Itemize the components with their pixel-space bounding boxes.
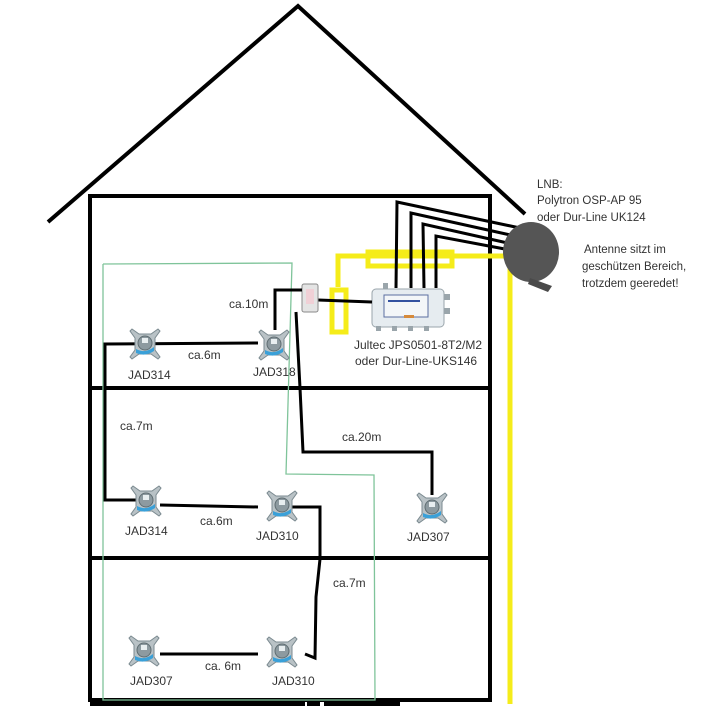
socket-jad318-top: [258, 329, 290, 361]
multiswitch-device: [371, 283, 450, 331]
socket-jad310-middle: [266, 490, 298, 522]
distance-label: ca.6m: [188, 348, 221, 362]
socket-label: JAD307: [407, 530, 450, 544]
socket-jad310-bottom: [266, 636, 298, 668]
splitter-device: [301, 283, 319, 313]
socket-label: JAD307: [130, 674, 173, 688]
socket-label: JAD314: [125, 524, 168, 538]
multiswitch-model-1: Jultec JPS0501-8T2/M2: [354, 338, 482, 352]
antenna-note-line-3: trotzdem geeredet!: [582, 278, 679, 290]
multiswitch-model-2: oder Dur-Line-UKS146: [355, 354, 477, 368]
lnb-model-2: oder Dur-Line UK124: [537, 212, 646, 224]
socket-jad314-middle: [130, 485, 162, 517]
coax-cables: [103, 288, 434, 661]
roof-outline: [46, 3, 527, 224]
distance-label: ca.20m: [342, 430, 381, 444]
distance-label: ca.10m: [229, 297, 268, 311]
socket-label: JAD310: [256, 529, 299, 543]
multiswitch-to-splitter-cable: [317, 298, 373, 304]
socket-label: JAD318: [253, 365, 296, 379]
lnb-title: LNB:: [537, 179, 563, 191]
antenna-note-line-1: Antenne sitzt im: [584, 244, 666, 256]
house-outer-wall: [88, 194, 492, 702]
satellite-dish: [503, 222, 559, 292]
distance-label: ca.6m: [200, 514, 233, 528]
socket-jad307-middle: [416, 492, 448, 524]
socket-label: JAD310: [272, 674, 315, 688]
distance-label: ca. 6m: [205, 659, 241, 673]
lnb-cables: [394, 200, 521, 289]
distance-label: ca.7m: [333, 576, 366, 590]
boundary-line: [102, 262, 376, 701]
distance-label: ca.7m: [120, 419, 153, 433]
antenna-note-line-2: geschützen Bereich,: [582, 261, 686, 273]
socket-label: JAD314: [128, 368, 171, 382]
lnb-model-1: Polytron OSP-AP 95: [537, 195, 642, 207]
socket-jad307-bottom: [128, 635, 160, 667]
socket-jad314-top: [129, 328, 161, 360]
